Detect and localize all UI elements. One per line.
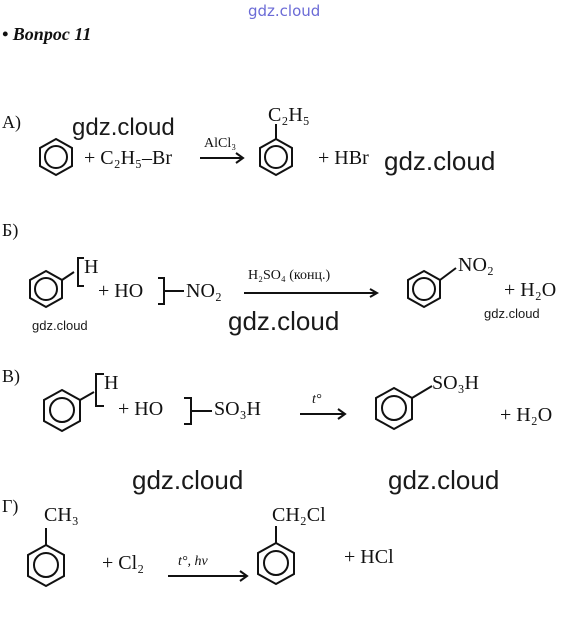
benzene-ring-v-product (375, 385, 433, 431)
reaction-a-byproduct: + HBr (318, 147, 369, 169)
reaction-b-reactant2-tail: NO₂ (186, 280, 222, 302)
question-title: • Вопрос 11 (2, 24, 92, 44)
reaction-v-label: В) (2, 366, 20, 386)
reaction-b-product-substituent: NO₂ (458, 254, 494, 276)
benzene-ring-a-product (259, 124, 293, 177)
reaction-a-condition: AlCl₃ (204, 136, 237, 151)
watermark-top: gdz.cloud (248, 2, 321, 20)
reaction-b-reactant2: + HO (98, 280, 144, 302)
reaction-v-reactant2: + HO (118, 398, 164, 420)
reaction-g-byproduct: + HCl (344, 546, 394, 568)
reaction-g-condition: t°, hν (178, 554, 208, 569)
reaction-g-label: Г) (2, 496, 19, 516)
reaction-g-reactant2: + Cl₂ (102, 552, 145, 574)
watermark-v2: gdz.cloud (388, 465, 500, 495)
reaction-v-condition: t° (312, 392, 322, 407)
reaction-a-reactant2: + C₂H₅–Br (84, 147, 173, 169)
watermark-b2: gdz.cloud (228, 306, 340, 336)
reaction-b-h: H (84, 256, 99, 278)
reaction-v-product-substituent: SO₃H (432, 372, 479, 394)
reaction-v-h: H (104, 372, 119, 394)
reaction-a-label: А) (2, 112, 21, 132)
reaction-b-byproduct: + H₂O (504, 279, 557, 301)
watermark-a2: gdz.cloud (384, 146, 496, 176)
benzene-ring-b-product (407, 267, 457, 309)
benzene-ring-a-reactant (39, 137, 73, 177)
reaction-g-reactant-substituent: CH₃ (44, 504, 79, 526)
watermark-a1: gdz.cloud (72, 114, 175, 141)
reaction-g-product-substituent: CH₂Cl (272, 504, 326, 526)
watermark-v1: gdz.cloud (132, 465, 244, 495)
benzene-ring-g-reactant (27, 528, 65, 588)
watermark-b1: gdz.cloud (32, 318, 88, 333)
reaction-v-reactant2-tail: SO₃H (214, 398, 261, 420)
benzene-ring-g-product (257, 526, 295, 586)
watermark-b3: gdz.cloud (484, 306, 540, 321)
reaction-v-byproduct: + H₂O (500, 404, 553, 426)
benzene-ring-v-reactant (43, 373, 104, 433)
reaction-b-condition: H₂SO₄ (конц.) (248, 268, 331, 283)
reaction-a-product-substituent: C₂H₅ (268, 104, 310, 126)
reaction-b-label: Б) (2, 220, 19, 240)
benzene-ring-b-reactant (29, 257, 84, 309)
